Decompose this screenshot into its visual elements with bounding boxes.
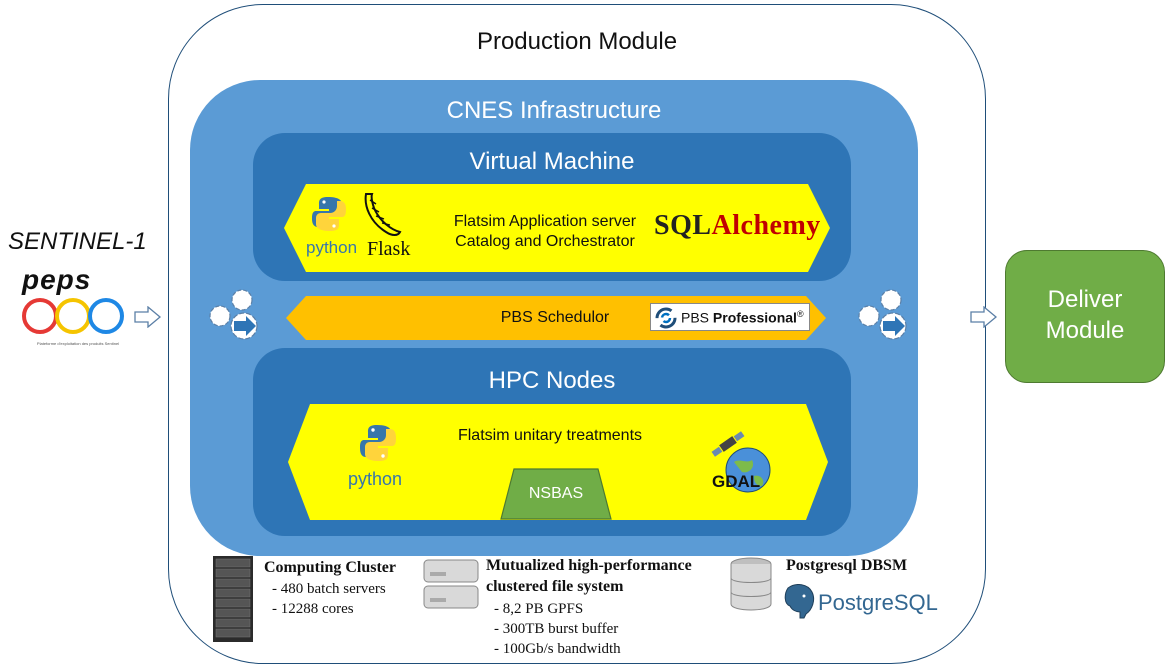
sqlalchemy-alchemy-text: Alchemy [711, 210, 821, 241]
python-logo-icon [312, 197, 346, 231]
vm-banner-line2: Catalog and Orchestrator [455, 233, 635, 250]
virtual-machine-title: Virtual Machine [469, 148, 635, 175]
hpc-nodes-title: HPC Nodes [488, 367, 616, 394]
pbs-logo-plain: PBS [681, 309, 713, 326]
server-rack-icon [213, 556, 253, 642]
python-logo-hpc-icon [360, 425, 396, 461]
postgres-logo-text: PostgreSQL [818, 590, 938, 615]
pbs-professional-logo: PBS Professional® [650, 303, 810, 331]
filesystem-title-line2: clustered file system [486, 578, 624, 595]
deliver-module-label: Deliver Module [1005, 284, 1165, 346]
nsbas-label: NSBAS [528, 485, 584, 502]
python-label: python [306, 238, 358, 257]
gdal-globe-icon [711, 431, 771, 493]
cluster-item-1: - 480 batch servers [272, 581, 386, 597]
deliver-line2: Module [1045, 317, 1125, 344]
sqlalchemy-logo: SQLAlchemy [654, 210, 821, 242]
postgres-title: Postgresql DBSM [786, 557, 908, 574]
python-hpc-label: python [348, 469, 403, 489]
nsbas-shape [500, 468, 612, 520]
flask-horn-icon [364, 193, 402, 236]
arrow-in-icon [134, 306, 162, 328]
gears-right-icon [858, 289, 907, 340]
arrow-out-icon [970, 306, 998, 328]
production-module-title: Production Module [476, 28, 678, 55]
sentinel-1-label: SENTINEL-1 [8, 228, 147, 255]
peps-caption: Plateforme d'exploitation des produits S… [36, 341, 120, 346]
pbs-logo-text: PBS Professional® [681, 309, 804, 326]
gears-left-icon [209, 289, 258, 340]
peps-logo-text: peps [22, 264, 92, 295]
filesystem-item-3: - 100Gb/s bandwidth [494, 641, 621, 657]
sqlalchemy-sql-text: SQL [654, 210, 712, 241]
filesystem-item-2: - 300TB burst buffer [494, 621, 619, 637]
database-icon [730, 557, 772, 611]
gdal-label: GDAL [712, 472, 761, 491]
filesystem-title-line1: Mutualized high-performance [486, 557, 692, 574]
pbs-scheduler-label: PBS Schedulor [500, 309, 610, 326]
deliver-module-box [1005, 250, 1165, 383]
cluster-item-2: - 12288 cores [272, 601, 354, 617]
postgres-elephant-icon [784, 584, 815, 619]
deliver-line1: Deliver [1047, 286, 1123, 313]
flask-label: Flask [367, 238, 411, 260]
pbs-logo-mark: ® [796, 309, 804, 319]
hpc-banner-shape [288, 404, 828, 520]
vm-banner-shape [284, 184, 830, 272]
cnes-infrastructure-title: CNES Infrastructure [446, 97, 662, 124]
storage-drive-icon [423, 559, 479, 609]
peps-rings-icon [22, 298, 124, 334]
filesystem-item-1: - 8,2 PB GPFS [494, 601, 584, 617]
pbs-swirl-icon [655, 307, 677, 329]
hpc-banner-text: Flatsim unitary treatments [457, 427, 643, 444]
cluster-title: Computing Cluster [264, 559, 397, 576]
vm-banner-line1: Flatsim Application server [453, 213, 637, 230]
pbs-logo-bold: Professional [712, 309, 797, 326]
